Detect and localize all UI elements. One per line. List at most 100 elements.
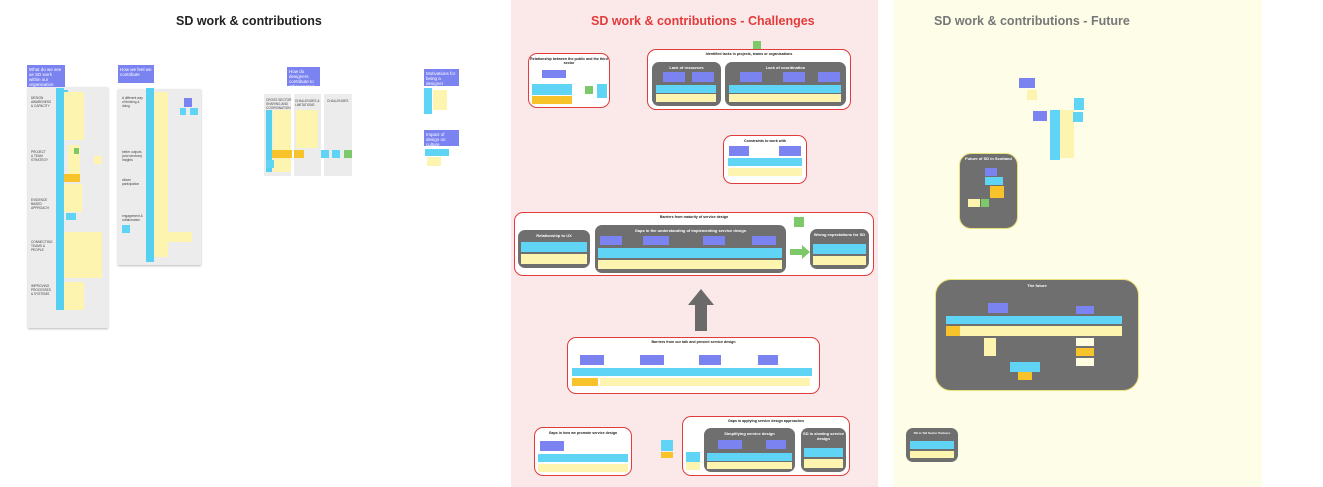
- sticky-note[interactable]: [424, 88, 432, 114]
- sticky-note[interactable]: [168, 232, 192, 242]
- sticky-note[interactable]: [813, 244, 866, 254]
- sticky-note[interactable]: [332, 150, 340, 158]
- sticky-note[interactable]: [813, 256, 866, 265]
- column-2-row-label: A different way of thinking & doing: [122, 96, 143, 108]
- sticky-note[interactable]: [66, 213, 76, 220]
- sticky-note[interactable]: [64, 92, 84, 140]
- sticky-note[interactable]: [1027, 90, 1037, 100]
- sticky-note[interactable]: [1060, 110, 1074, 158]
- future-header: [1019, 78, 1035, 88]
- column-2-header[interactable]: How we feel we contribute: [118, 65, 154, 83]
- sticky-note[interactable]: [1073, 112, 1083, 122]
- sticky-note[interactable]: [990, 186, 1004, 198]
- sticky-note[interactable]: [296, 110, 318, 148]
- sticky-note[interactable]: [1076, 348, 1094, 356]
- sticky-note[interactable]: [661, 440, 673, 451]
- sticky-note[interactable]: [266, 160, 274, 168]
- sticky-note[interactable]: [946, 326, 1122, 336]
- sticky-note[interactable]: [707, 453, 792, 461]
- sticky-note[interactable]: [294, 150, 304, 158]
- sticky-note[interactable]: [984, 338, 996, 356]
- sticky-note[interactable]: [1076, 338, 1094, 346]
- column-1-row-label: IMPROVING PROCESSES & SYSTEMS: [31, 284, 51, 296]
- arrow-up-icon: [688, 289, 714, 331]
- sticky-note[interactable]: [585, 86, 593, 94]
- sticky-note[interactable]: [572, 378, 598, 386]
- sticky-note[interactable]: [729, 85, 841, 93]
- sticky-note[interactable]: [94, 156, 102, 164]
- sticky-note[interactable]: [538, 464, 628, 472]
- column-1-stripe: [56, 88, 64, 310]
- sticky-note[interactable]: [753, 41, 761, 49]
- sticky-note[interactable]: [968, 199, 980, 207]
- sticky-note[interactable]: [656, 85, 716, 93]
- sticky-note[interactable]: [728, 158, 802, 166]
- sticky-note[interactable]: [64, 184, 82, 212]
- sticky-note[interactable]: [64, 282, 84, 310]
- sticky-note[interactable]: [321, 150, 329, 158]
- sticky-note[interactable]: [1076, 358, 1094, 366]
- sticky-note[interactable]: [981, 199, 989, 207]
- sticky-note[interactable]: [521, 254, 587, 264]
- sticky-note[interactable]: [686, 452, 700, 462]
- sticky-note[interactable]: [729, 94, 841, 102]
- sticky-note[interactable]: [707, 462, 792, 469]
- sticky-note[interactable]: [804, 459, 843, 468]
- sticky-note[interactable]: [122, 225, 130, 233]
- sticky-note[interactable]: [600, 378, 810, 386]
- sticky-note[interactable]: [946, 326, 960, 336]
- motivations-header[interactable]: Motivations for being a designer: [424, 69, 459, 86]
- sticky-note[interactable]: [985, 177, 1003, 185]
- sticky-note[interactable]: [572, 368, 812, 376]
- sticky-note[interactable]: [532, 84, 572, 95]
- group-title: Lack of coordination: [765, 65, 806, 70]
- sticky-note[interactable]: [1074, 98, 1084, 110]
- sticky-note[interactable]: [190, 108, 198, 115]
- sticky-note[interactable]: [433, 90, 447, 110]
- sticky-note[interactable]: [1018, 372, 1032, 380]
- sticky-note[interactable]: [597, 84, 607, 98]
- sticky-note[interactable]: [272, 150, 292, 158]
- sticky-note[interactable]: [180, 108, 186, 115]
- cluster-title: Gaps in applying service design approach…: [727, 419, 805, 423]
- group-title: Relationship to UX: [536, 233, 572, 238]
- sub-header: [643, 236, 669, 245]
- sticky-note[interactable]: [910, 441, 954, 449]
- sticky-note[interactable]: [910, 451, 954, 458]
- column-3-header[interactable]: How do designers contribute to other sec…: [287, 67, 320, 86]
- sub-header: [1076, 306, 1094, 314]
- impact-header[interactable]: Impact of design on culture: [424, 130, 459, 146]
- sticky-note[interactable]: [538, 454, 628, 462]
- sticky-note[interactable]: [273, 110, 291, 172]
- sticky-note[interactable]: [521, 242, 587, 252]
- sticky-note[interactable]: [985, 168, 997, 176]
- column-3-label: CROSS SECTOR SHARING AND COORDINATION: [266, 98, 292, 110]
- sticky-note[interactable]: [661, 452, 673, 458]
- sticky-note[interactable]: [598, 248, 782, 258]
- column-1-header[interactable]: What do we see as SD work within our org…: [27, 65, 65, 87]
- sticky-note[interactable]: [74, 148, 79, 154]
- sub-header: [718, 440, 742, 449]
- sticky-note[interactable]: [425, 149, 449, 156]
- group-title: SD to Tell Sector Partners: [913, 431, 951, 435]
- sticky-note[interactable]: [154, 92, 168, 257]
- sticky-note[interactable]: [656, 94, 716, 102]
- sticky-note[interactable]: [1050, 110, 1060, 160]
- sticky-note[interactable]: [64, 174, 80, 182]
- sticky-note[interactable]: [728, 168, 802, 176]
- column-1-row-label: PROJECT & TEAM STRATEGY: [31, 150, 48, 162]
- sticky-note[interactable]: [804, 448, 843, 457]
- future-scotland-box[interactable]: [959, 153, 1018, 229]
- sticky-note[interactable]: [946, 316, 1122, 324]
- sticky-note[interactable]: [532, 96, 572, 104]
- group-title: The future: [1027, 283, 1047, 288]
- sticky-note[interactable]: [184, 98, 192, 107]
- sticky-note[interactable]: [64, 232, 102, 278]
- sticky-note[interactable]: [794, 217, 804, 227]
- sticky-note[interactable]: [344, 150, 352, 158]
- sticky-note[interactable]: [598, 260, 782, 269]
- sticky-note[interactable]: [427, 157, 441, 166]
- sticky-note[interactable]: [686, 462, 700, 470]
- sticky-note[interactable]: [1010, 362, 1040, 372]
- group-title: Gaps in the understanding of implementin…: [634, 228, 747, 233]
